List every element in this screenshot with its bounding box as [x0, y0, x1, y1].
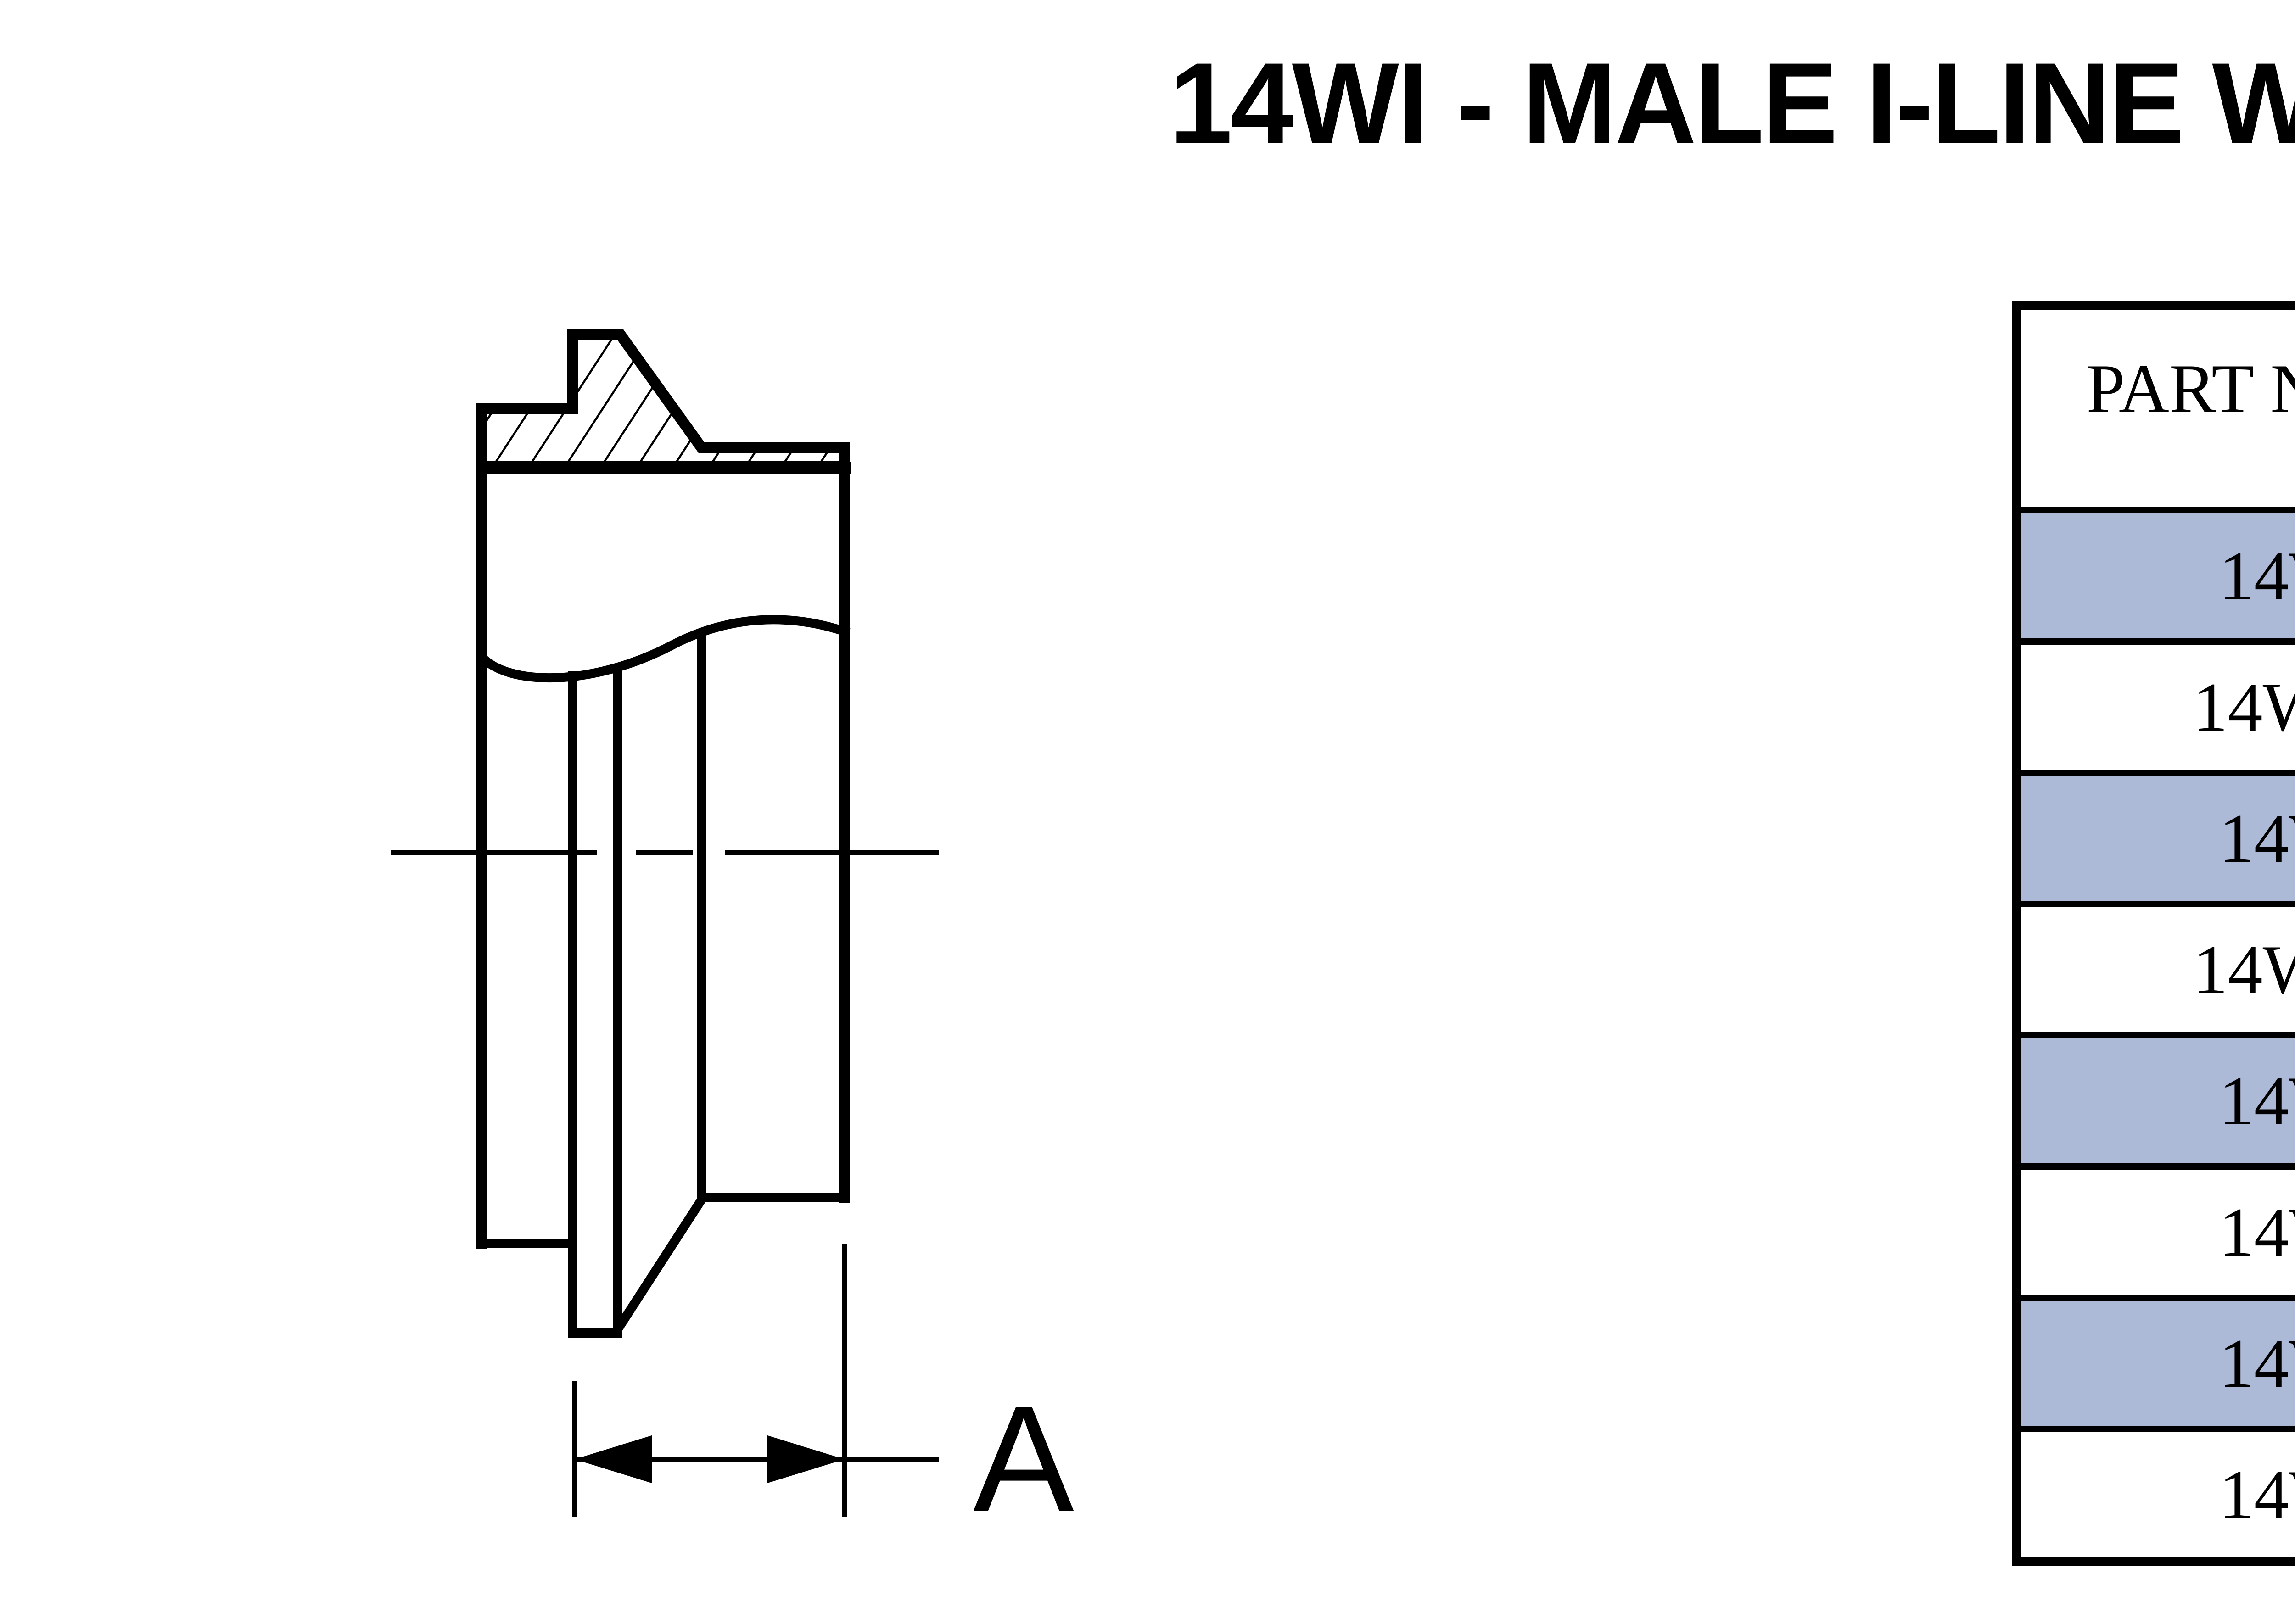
ferrule-section-drawing: A [391, 329, 1075, 1543]
header-line2 [2021, 427, 2295, 504]
arrowhead-right [767, 1435, 845, 1483]
break-wave-line [475, 615, 851, 683]
cell-part-number: 14WI-8 [2021, 1432, 2295, 1557]
cell-part-number: 14WI-6 [2021, 1301, 2295, 1426]
cell-part-number: 14WI-3 [2021, 1038, 2295, 1163]
dimension-label-a: A [973, 1374, 1075, 1543]
spec-table: PART NUMBER SIZE (inches) A (inches) 14W… [2012, 301, 2295, 1566]
column-header-part-number: PART NUMBER [2021, 310, 2295, 507]
cell-part-number: 14WI-4 [2021, 1170, 2295, 1295]
page-title: 14WI - MALE I-LINE WELD FERRULE [1169, 39, 2295, 168]
cell-part-number: 14WI-2 [2021, 776, 2295, 901]
cell-part-number: 14WI-1 [2021, 513, 2295, 638]
arrowhead-left [575, 1435, 652, 1483]
cell-part-number: 14WI-1.5 [2021, 645, 2295, 770]
chamfer-line [611, 1194, 708, 1336]
header-line1: PART NUMBER [2086, 350, 2295, 427]
outer-profile-line [476, 329, 850, 1249]
cell-part-number: 14WI-2.5 [2021, 907, 2295, 1032]
